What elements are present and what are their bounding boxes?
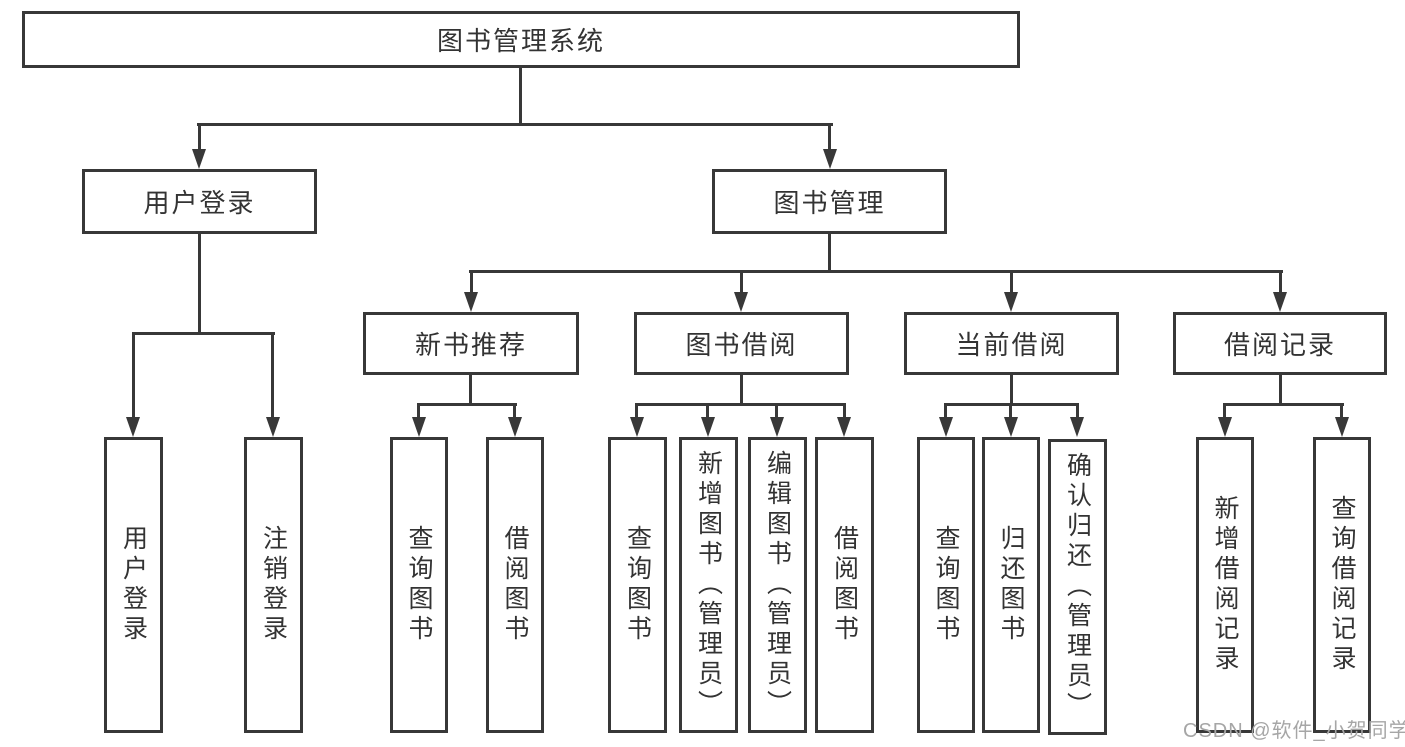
- connector-stem-borrow-book-borrow: [843, 403, 846, 419]
- connector-stem-return-book: [1009, 403, 1012, 419]
- connector-stem-new-book-rec: [470, 270, 473, 294]
- arrowhead-query-book-current: [939, 417, 953, 437]
- node-leaf-query-book-borrow-label: 查询图书: [623, 525, 652, 645]
- node-leaf-query-book-current: 查询图书: [917, 437, 975, 733]
- connector-stem-leaf-user-login: [132, 332, 135, 418]
- node-new-book-rec: 新书推荐: [363, 312, 579, 375]
- node-leaf-borrow-book-borrow-label: 借阅图书: [830, 525, 859, 645]
- arrowhead-borrow-book-new: [508, 417, 522, 437]
- connector-stem-add-book: [706, 403, 709, 419]
- node-leaf-borrow-book-new: 借阅图书: [486, 437, 544, 733]
- node-borrow-record: 借阅记录: [1173, 312, 1387, 375]
- node-book-borrow: 图书借阅: [634, 312, 849, 375]
- node-leaf-logout-label: 注销登录: [259, 525, 288, 645]
- node-book-mgmt-label: 图书管理: [773, 188, 886, 218]
- node-current-borrow-label: 当前借阅: [955, 330, 1068, 360]
- arrowhead-book-borrow: [734, 292, 748, 312]
- connector-borrow-record-stem: [1279, 375, 1282, 405]
- node-leaf-query-book-current-label: 查询图书: [932, 525, 960, 645]
- connector-borrow-record-split: [1223, 403, 1344, 406]
- node-leaf-query-borrow-record: 查询借阅记录: [1313, 437, 1371, 733]
- node-leaf-return-book-label: 归还图书: [997, 525, 1025, 645]
- connector-new-book-rec-split: [417, 403, 517, 406]
- node-leaf-edit-book-label: 编辑图书（管理员）: [763, 450, 792, 720]
- node-leaf-edit-book: 编辑图书（管理员）: [748, 437, 807, 733]
- node-leaf-confirm-return: 确认归还（管理员）: [1048, 439, 1107, 735]
- arrowhead-book-mgmt: [823, 149, 837, 169]
- connector-stem-borrow-book-new: [513, 403, 516, 419]
- node-book-mgmt: 图书管理: [712, 169, 947, 234]
- node-leaf-add-borrow-record: 新增借阅记录: [1196, 437, 1254, 733]
- connector-book-borrow-stem: [740, 375, 743, 405]
- node-leaf-return-book: 归还图书: [982, 437, 1040, 733]
- arrowhead-current-borrow: [1004, 292, 1018, 312]
- connector-stem-borrow-record: [1279, 270, 1282, 294]
- node-book-borrow-label: 图书借阅: [685, 330, 798, 360]
- connector-stem-current-borrow: [1010, 270, 1013, 294]
- node-user-login-label: 用户登录: [143, 188, 256, 218]
- node-leaf-query-book-borrow: 查询图书: [608, 437, 667, 733]
- arrowhead-query-book-new: [412, 417, 426, 437]
- arrowhead-borrow-book-borrow: [837, 417, 851, 437]
- arrowhead-query-book-borrow: [630, 417, 644, 437]
- node-new-book-rec-label: 新书推荐: [414, 330, 527, 360]
- connector-level2-split: [469, 270, 1283, 273]
- node-leaf-logout: 注销登录: [244, 437, 303, 733]
- connector-stem-user-login: [198, 123, 201, 151]
- node-root-label: 图书管理系统: [436, 26, 605, 56]
- connector-root-stem: [519, 68, 522, 124]
- node-leaf-confirm-return-label: 确认归还（管理员）: [1063, 452, 1092, 722]
- connector-level1-split: [197, 123, 833, 126]
- connector-stem-confirm-return: [1076, 403, 1079, 419]
- connector-stem-leaf-logout: [271, 332, 274, 418]
- connector-stem-edit-book: [775, 403, 778, 419]
- arrowhead-edit-book: [770, 417, 784, 437]
- node-leaf-add-book: 新增图书（管理员）: [679, 437, 738, 733]
- node-user-login: 用户登录: [82, 169, 317, 234]
- connector-stem-query-book-current: [944, 403, 947, 419]
- node-leaf-query-book-new: 查询图书: [390, 437, 448, 733]
- node-leaf-borrow-book-new-label: 借阅图书: [501, 525, 529, 645]
- connector-book-borrow-split: [635, 403, 846, 406]
- connector-stem-add-borrow-record: [1223, 403, 1226, 419]
- node-leaf-query-book-new-label: 查询图书: [405, 525, 433, 645]
- arrowhead-leaf-logout: [266, 417, 280, 437]
- arrowhead-borrow-record: [1273, 292, 1287, 312]
- connector-stem-query-book-new: [417, 403, 420, 419]
- connector-stem-query-borrow-record: [1340, 403, 1343, 419]
- node-leaf-query-borrow-record-label: 查询借阅记录: [1328, 495, 1356, 675]
- arrowhead-return-book: [1004, 417, 1018, 437]
- connector-user-login-stem: [198, 234, 201, 334]
- connector-stem-book-borrow: [740, 270, 743, 294]
- arrowhead-add-book: [701, 417, 715, 437]
- arrowhead-add-borrow-record: [1218, 417, 1232, 437]
- connector-stem-query-book-borrow: [635, 403, 638, 419]
- node-leaf-add-borrow-record-label: 新增借阅记录: [1211, 495, 1239, 675]
- arrowhead-confirm-return: [1070, 417, 1084, 437]
- connector-current-borrow-stem: [1010, 375, 1013, 405]
- node-borrow-record-label: 借阅记录: [1223, 330, 1336, 360]
- node-leaf-user-login-label: 用户登录: [119, 525, 148, 645]
- connector-user-login-split: [132, 332, 275, 335]
- connector-book-mgmt-stem: [828, 234, 831, 272]
- connector-new-book-rec-stem: [469, 375, 472, 405]
- node-leaf-user-login: 用户登录: [104, 437, 163, 733]
- node-current-borrow: 当前借阅: [904, 312, 1119, 375]
- csdn-watermark: CSDN @软件_小贺同学: [1183, 720, 1405, 742]
- node-leaf-borrow-book-borrow: 借阅图书: [815, 437, 874, 733]
- arrowhead-query-borrow-record: [1335, 417, 1349, 437]
- connector-stem-book-mgmt: [828, 123, 831, 151]
- arrowhead-leaf-user-login: [126, 417, 140, 437]
- arrowhead-user-login: [192, 149, 206, 169]
- node-root: 图书管理系统: [22, 11, 1020, 68]
- arrowhead-new-book-rec: [464, 292, 478, 312]
- node-leaf-add-book-label: 新增图书（管理员）: [694, 450, 723, 720]
